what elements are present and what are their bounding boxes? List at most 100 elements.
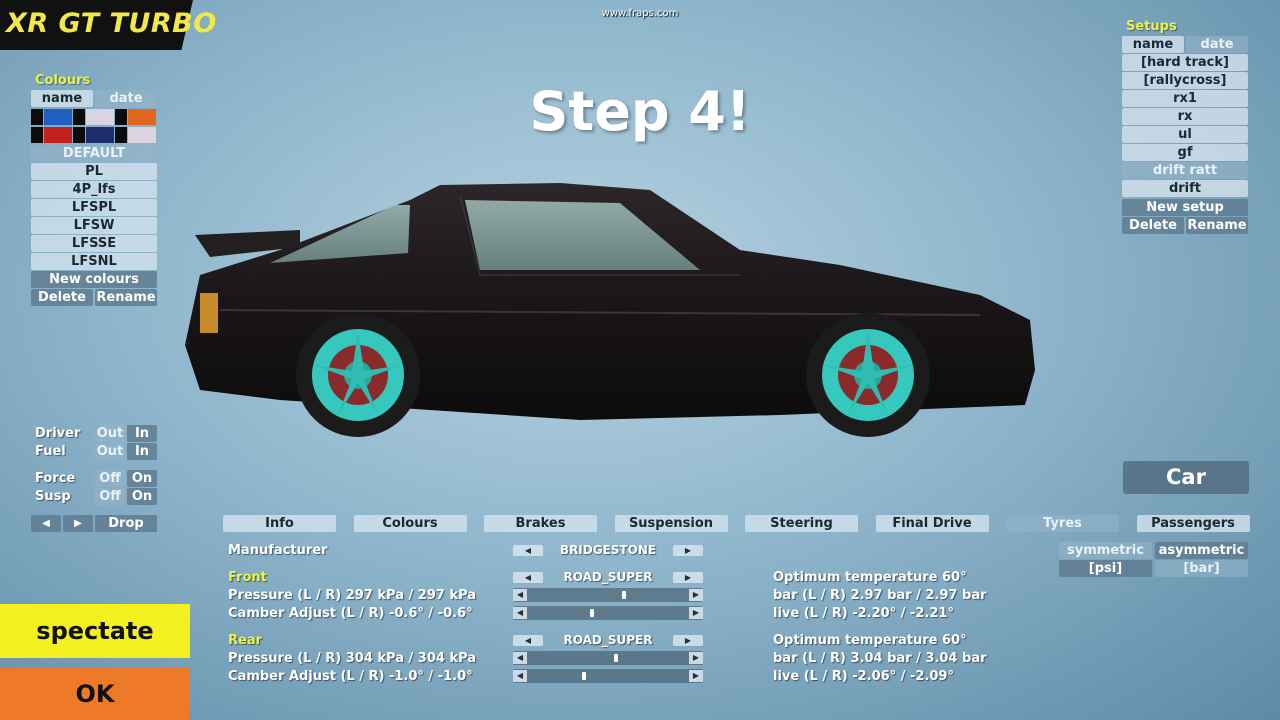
- front-camber: Camber Adjust (L / R) -0.6° / -0.6°: [228, 606, 473, 621]
- setups-sort-date[interactable]: date: [1186, 36, 1248, 53]
- colour-swatch[interactable]: [73, 109, 85, 125]
- driver-label: Driver: [35, 426, 81, 441]
- fuel-label: Fuel: [35, 444, 66, 459]
- colour-item[interactable]: DEFAULT: [31, 145, 157, 162]
- colour-item[interactable]: LFSNL: [31, 253, 157, 270]
- rear-camber-slider[interactable]: ◀▶: [513, 669, 703, 683]
- title-plate: [0, 0, 193, 50]
- front-compound-next-button[interactable]: ▶: [673, 572, 703, 583]
- setups-heading: Setups: [1126, 19, 1177, 34]
- colour-swatch[interactable]: [128, 127, 156, 143]
- new-setup-button[interactable]: New setup: [1122, 199, 1248, 216]
- colours-sort-date[interactable]: date: [95, 90, 157, 107]
- colour-swatch[interactable]: [44, 109, 72, 125]
- spectate-button[interactable]: spectate: [0, 604, 190, 658]
- susp-off-toggle[interactable]: Off: [95, 488, 125, 505]
- setup-item[interactable]: rx: [1122, 108, 1248, 125]
- front-heading: Front: [228, 570, 267, 585]
- front-compound-prev-button[interactable]: ◀: [513, 572, 543, 583]
- force-label: Force: [35, 471, 76, 486]
- colour-item[interactable]: PL: [31, 163, 157, 180]
- front-wheel: [806, 313, 930, 437]
- driver-out-toggle[interactable]: Out: [95, 425, 125, 442]
- colours-rename-button[interactable]: Rename: [95, 289, 157, 306]
- colour-swatch[interactable]: [31, 109, 43, 125]
- setup-item[interactable]: drift: [1122, 180, 1248, 197]
- setup-item[interactable]: [rallycross]: [1122, 72, 1248, 89]
- asymmetric-toggle[interactable]: asymmetric: [1155, 542, 1248, 559]
- setup-item[interactable]: gf: [1122, 144, 1248, 161]
- colour-swatch[interactable]: [115, 127, 127, 143]
- tab-colours[interactable]: Colours: [353, 515, 467, 532]
- rear-wheel: [296, 313, 420, 437]
- front-pressure: Pressure (L / R) 297 kPa / 297 kPa: [228, 588, 477, 603]
- new-colours-button[interactable]: New colours: [31, 271, 157, 288]
- setups-sort-name[interactable]: name: [1122, 36, 1184, 53]
- colour-item[interactable]: LFSPL: [31, 199, 157, 216]
- manufacturer-label: Manufacturer: [228, 543, 328, 558]
- colours-delete-button[interactable]: Delete: [31, 289, 93, 306]
- drop-button[interactable]: Drop: [95, 515, 157, 532]
- fraps-watermark: www.fraps.com: [601, 8, 679, 19]
- colour-swatch[interactable]: [115, 109, 127, 125]
- fuel-out-toggle[interactable]: Out: [95, 443, 125, 460]
- car-title: XR GT TURBO: [6, 8, 217, 39]
- manufacturer-next-button[interactable]: ▶: [673, 545, 703, 556]
- front-live-camber: live (L / R) -2.20° / -2.21°: [773, 606, 954, 621]
- setup-item[interactable]: [hard track]: [1122, 54, 1248, 71]
- rear-pressure-slider[interactable]: ◀▶: [513, 651, 703, 665]
- prev-arrow-button[interactable]: ◀: [31, 515, 61, 532]
- colour-swatch[interactable]: [86, 127, 114, 143]
- tab-tyres[interactable]: Tyres: [1006, 515, 1119, 532]
- colours-sort-name[interactable]: name: [31, 90, 93, 107]
- tab-suspension[interactable]: Suspension: [614, 515, 728, 532]
- colour-swatch[interactable]: [44, 127, 72, 143]
- front-pressure-slider[interactable]: ◀▶: [513, 588, 703, 602]
- rear-camber: Camber Adjust (L / R) -1.0° / -1.0°: [228, 669, 473, 684]
- car-illustration: [185, 183, 1035, 437]
- front-optimum-temp: Optimum temperature 60°: [773, 570, 967, 585]
- rear-live-camber: live (L / R) -2.06° / -2.09°: [773, 669, 954, 684]
- rear-optimum-temp: Optimum temperature 60°: [773, 633, 967, 648]
- manufacturer-prev-button[interactable]: ◀: [513, 545, 543, 556]
- rear-compound-next-button[interactable]: ▶: [673, 635, 703, 646]
- susp-label: Susp: [35, 489, 71, 504]
- rear-compound-prev-button[interactable]: ◀: [513, 635, 543, 646]
- tab-steering[interactable]: Steering: [745, 515, 858, 532]
- manufacturer-value: BRIDGESTONE: [559, 543, 657, 557]
- colour-swatch[interactable]: [128, 109, 156, 125]
- symmetric-toggle[interactable]: symmetric: [1059, 542, 1152, 559]
- setup-item[interactable]: ul: [1122, 126, 1248, 143]
- force-off-toggle[interactable]: Off: [95, 470, 125, 487]
- rear-heading: Rear: [228, 633, 263, 648]
- ok-button[interactable]: OK: [0, 668, 190, 720]
- step-banner: Step 4!: [529, 80, 751, 143]
- front-camber-slider[interactable]: ◀▶: [513, 606, 703, 620]
- colour-item[interactable]: 4P_lfs: [31, 181, 157, 198]
- rear-pressure-bar: bar (L / R) 3.04 bar / 3.04 bar: [773, 651, 987, 666]
- psi-unit-toggle[interactable]: [psi]: [1059, 560, 1152, 577]
- tab-brakes[interactable]: Brakes: [484, 515, 597, 532]
- colour-swatch[interactable]: [86, 109, 114, 125]
- fuel-in-toggle[interactable]: In: [127, 443, 157, 460]
- colour-swatch[interactable]: [73, 127, 85, 143]
- bar-unit-toggle[interactable]: [bar]: [1155, 560, 1248, 577]
- car-button[interactable]: Car: [1123, 461, 1249, 494]
- setups-delete-button[interactable]: Delete: [1122, 217, 1184, 234]
- tab-final-drive[interactable]: Final Drive: [875, 515, 989, 532]
- rear-pressure: Pressure (L / R) 304 kPa / 304 kPa: [228, 651, 477, 666]
- next-arrow-button[interactable]: ▶: [63, 515, 93, 532]
- front-compound: ROAD_SUPER: [563, 570, 653, 584]
- susp-on-toggle[interactable]: On: [127, 488, 157, 505]
- colour-item[interactable]: LFSSE: [31, 235, 157, 252]
- setup-item[interactable]: drift ratt: [1122, 162, 1248, 179]
- driver-in-toggle[interactable]: In: [127, 425, 157, 442]
- rear-compound: ROAD_SUPER: [563, 633, 653, 647]
- colour-item[interactable]: LFSW: [31, 217, 157, 234]
- tab-info[interactable]: Info: [223, 515, 336, 532]
- setup-item[interactable]: rx1: [1122, 90, 1248, 107]
- tab-passengers[interactable]: Passengers: [1136, 515, 1250, 532]
- colour-swatch[interactable]: [31, 127, 43, 143]
- setups-rename-button[interactable]: Rename: [1186, 217, 1248, 234]
- force-on-toggle[interactable]: On: [127, 470, 157, 487]
